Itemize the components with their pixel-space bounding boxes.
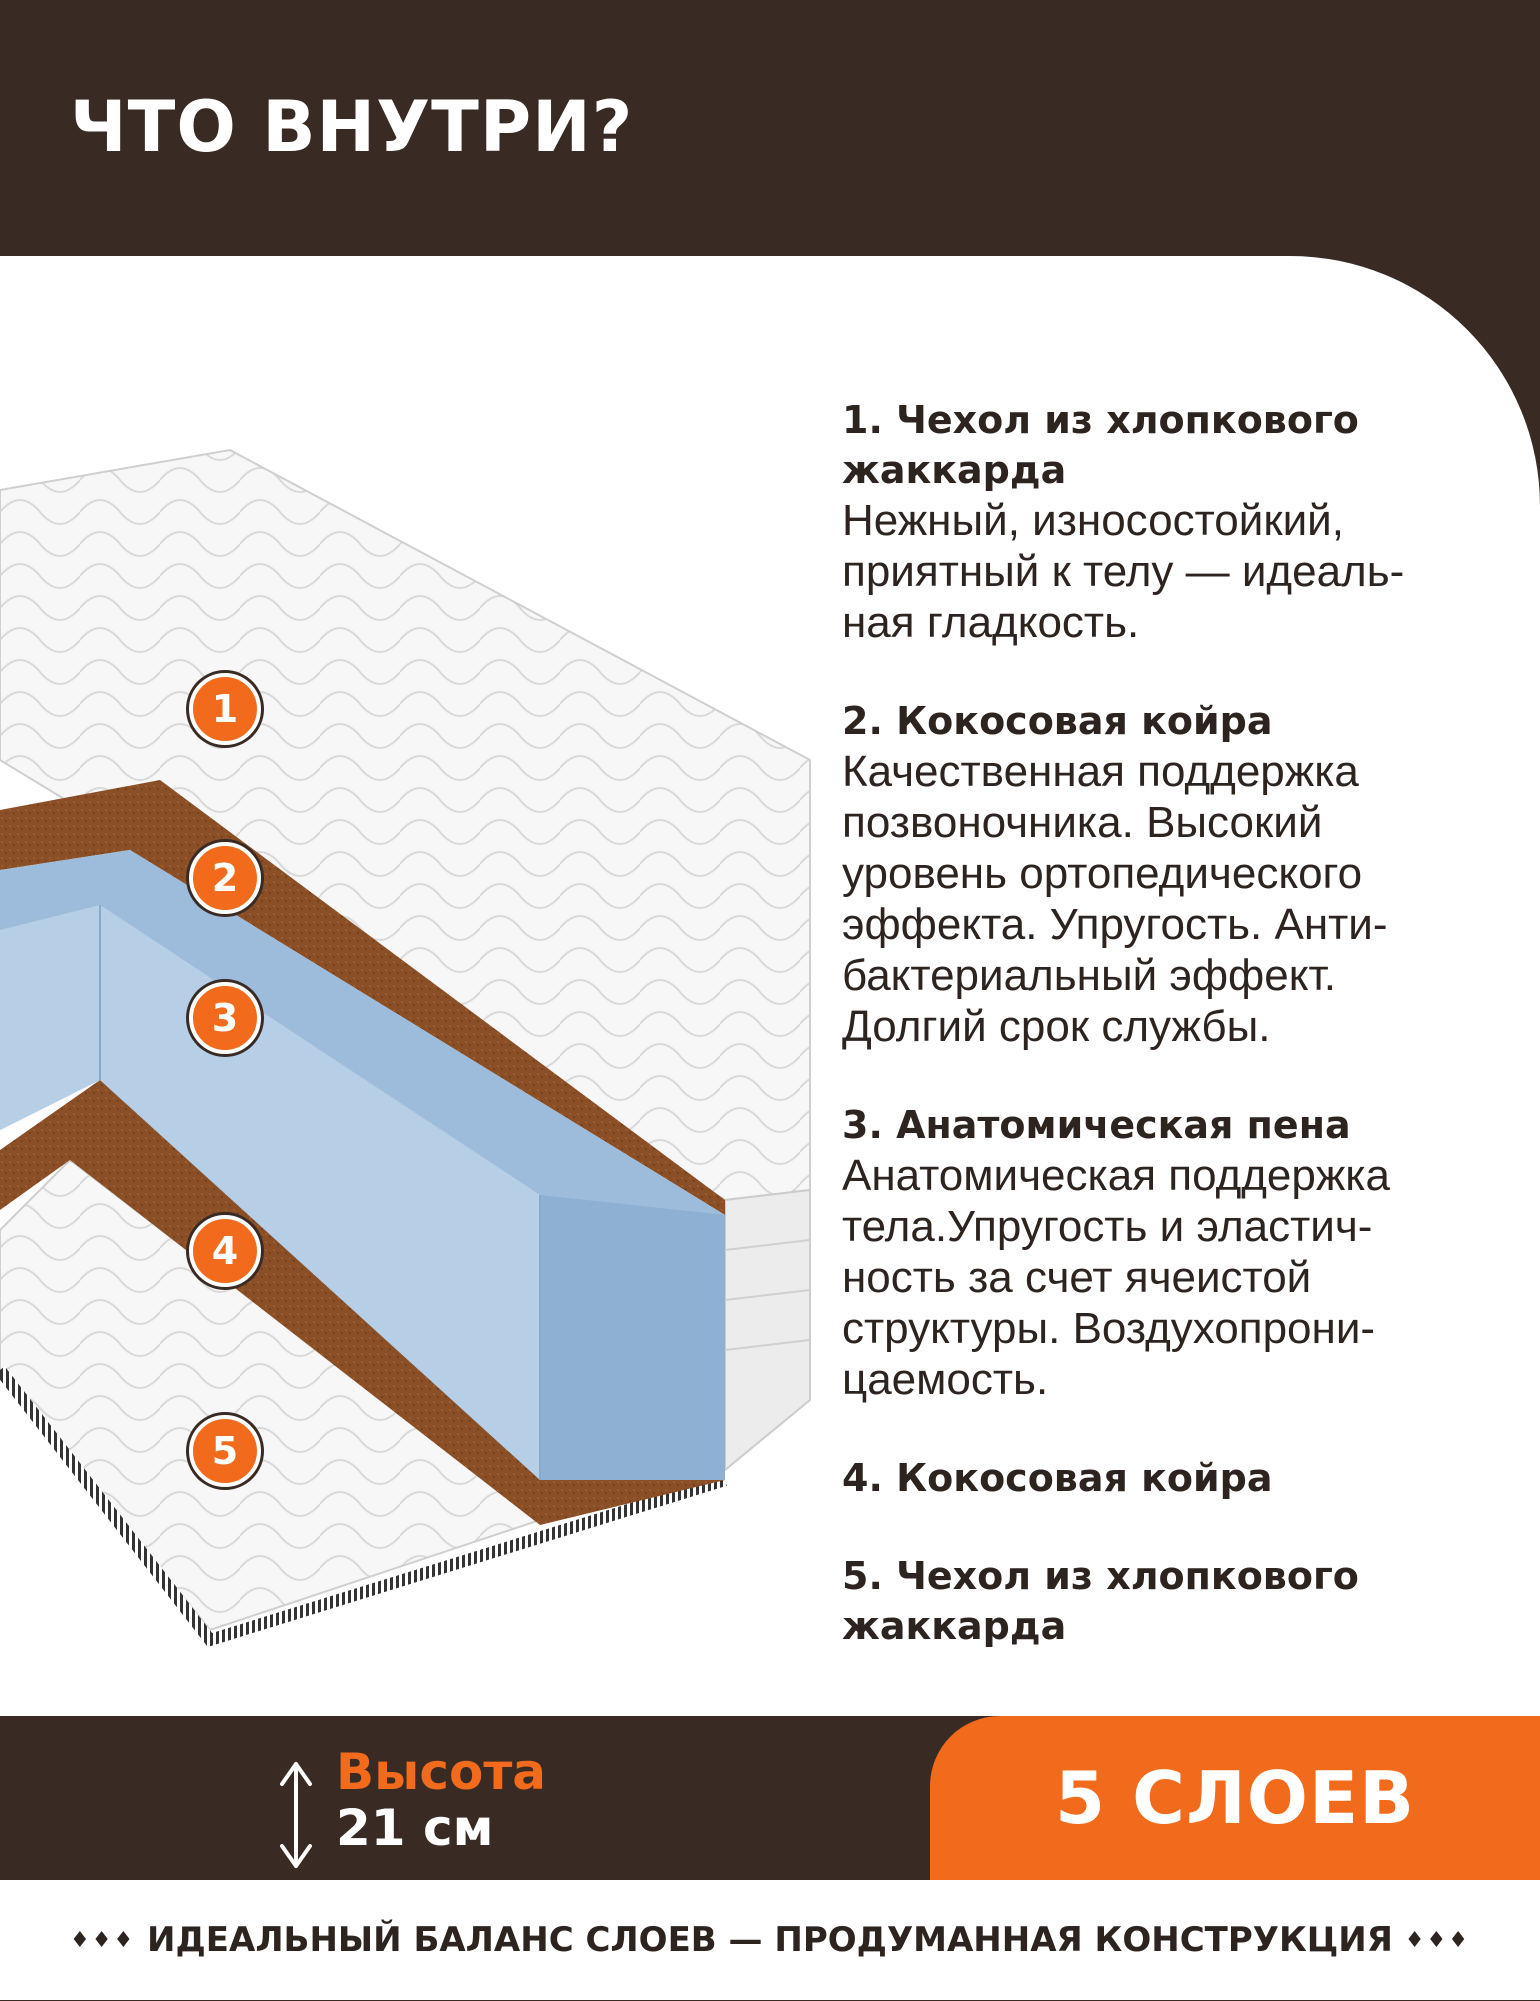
- layer-title: 5. Чехол из хлопкового жаккарда: [842, 1554, 1359, 1648]
- layer-title: 1. Чехол из хлопкового жаккарда: [842, 398, 1359, 492]
- layer-description: Анатомическая поддержка тела.Упругость и…: [842, 1151, 1390, 1404]
- diamond-ornament-left-icon: ♦♦♦: [70, 1928, 136, 1953]
- layer-item-4: 4. Кокосовая койра: [842, 1453, 1522, 1503]
- layer-item-2: 2. Кокосовая койра Качественная поддержк…: [842, 696, 1522, 1052]
- mattress-cutaway-illustration: [0, 448, 811, 1647]
- layer-marker-4: 4: [189, 1215, 261, 1287]
- layer-title: 3. Анатомическая пена: [842, 1103, 1351, 1147]
- tagline: ♦♦♦ ИДЕАЛЬНЫЙ БАЛАНС СЛОЕВ — ПРОДУМАННАЯ…: [0, 1880, 1540, 2000]
- layer-marker-1: 1: [189, 673, 261, 745]
- bottom-cover-shape: [0, 1158, 543, 1632]
- page-title: ЧТО ВНУТРИ?: [70, 86, 634, 168]
- layer-item-3: 3. Анатомическая пена Анатомическая подд…: [842, 1100, 1522, 1405]
- diamond-ornament-right-icon: ♦♦♦: [1404, 1928, 1470, 1953]
- layers-list: 1. Чехол из хлопкового жаккарда Нежный, …: [842, 395, 1522, 1699]
- piping-shape: [0, 1366, 727, 1647]
- height-value: 21 см: [336, 1799, 494, 1857]
- tagline-bar: ♦♦♦ ИДЕАЛЬНЫЙ БАЛАНС СЛОЕВ — ПРОДУМАННАЯ…: [0, 1880, 1540, 2000]
- side-edge-shape: [724, 1188, 811, 1473]
- layer-marker-3: 3: [189, 982, 261, 1054]
- layer-item-1: 1. Чехол из хлопкового жаккарда Нежный, …: [842, 395, 1522, 648]
- header-band: ЧТО ВНУТРИ?: [0, 0, 1540, 256]
- layer-title: 4. Кокосовая койра: [842, 1456, 1273, 1500]
- foam-front-shape: [540, 1195, 725, 1480]
- double-arrow-icon: [280, 1762, 312, 1868]
- coir-upper-shape: [0, 780, 725, 1215]
- layers-count-badge: 5 СЛОЕВ: [930, 1716, 1540, 1880]
- layer-description: Качественная поддержка позвоночника. Выс…: [842, 747, 1388, 1051]
- layer-description: Нежный, износостойкий, приятный к телу —…: [842, 496, 1405, 647]
- layer-marker-5: 5: [189, 1415, 261, 1487]
- layer-item-5: 5. Чехол из хлопкового жаккарда: [842, 1551, 1522, 1651]
- tagline-text: ИДЕАЛЬНЫЙ БАЛАНС СЛОЕВ — ПРОДУМАННАЯ КОН…: [147, 1920, 1393, 1960]
- layers-count: 5 СЛОЕВ: [1054, 1756, 1416, 1840]
- foam-inner-shape: [0, 905, 540, 1480]
- layer-title: 2. Кокосовая койра: [842, 699, 1273, 743]
- height-label: Высота: [336, 1743, 547, 1801]
- layer-marker-2: 2: [189, 842, 261, 914]
